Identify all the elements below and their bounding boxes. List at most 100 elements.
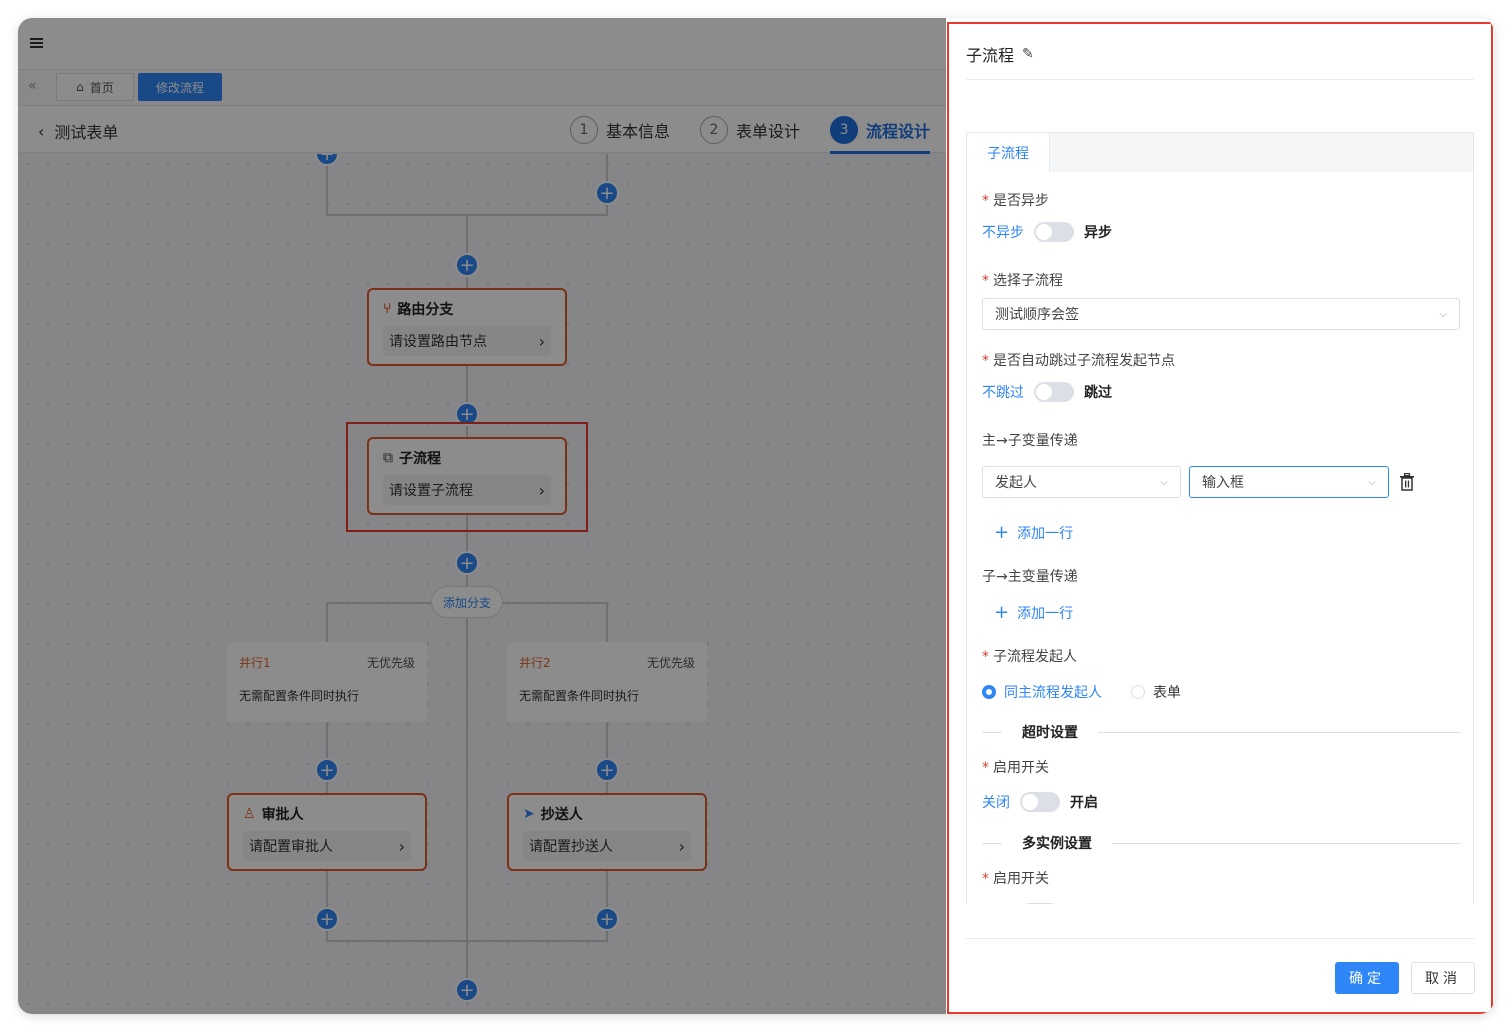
select-value: 输入框 xyxy=(1202,475,1244,491)
add-node-button[interactable]: + xyxy=(315,758,339,782)
subflow-node-highlight xyxy=(346,422,588,532)
main-to-sub-label: 主→子变量传递 xyxy=(982,433,1078,449)
step-basic-info[interactable]: 1 基本信息 xyxy=(570,115,670,145)
page-header: ‹ 测试表单 1 基本信息 2 表单设计 3 流程设计 xyxy=(18,106,946,154)
add-node-button[interactable]: + xyxy=(595,181,619,205)
chevron-left-icon: ‹ xyxy=(38,121,45,141)
branch-icon: ⑂ xyxy=(383,301,392,317)
modal-overlay[interactable] xyxy=(18,18,946,1014)
approver-node[interactable]: ♙审批人 请配置审批人› xyxy=(227,793,427,871)
step-form-design[interactable]: 2 表单设计 xyxy=(700,115,800,145)
tab-home-label: 首页 xyxy=(89,80,114,95)
node-body: 请设置路由节点 xyxy=(389,334,487,350)
toggle[interactable] xyxy=(1020,792,1060,812)
switch-off-label: 关闭 xyxy=(982,903,1010,904)
add-node-button[interactable]: + xyxy=(455,551,479,575)
initiator-label: *子流程发起人 xyxy=(982,649,1077,665)
subflow-select[interactable]: 测试顺序会签 ⌵ xyxy=(982,298,1460,330)
switch-off-label: 不跳过 xyxy=(982,385,1024,401)
node-title: 抄送人 xyxy=(540,807,583,823)
trash-icon[interactable] xyxy=(1399,473,1415,491)
confirm-button[interactable]: 确定 xyxy=(1335,962,1399,994)
parallel-branch-1[interactable]: 并行1 无优先级 无需配置条件同时执行 xyxy=(227,642,427,722)
flow-canvas[interactable]: + + + ⑂路由分支 请设置路由节点› + ⧉子流程 请设置子流程› + 添加… xyxy=(18,154,946,1014)
sub-var-select[interactable]: 输入框 ⌵ xyxy=(1189,466,1389,498)
add-row-button[interactable]: + 添加一行 xyxy=(994,522,1073,543)
main-var-select[interactable]: 发起人 ⌵ xyxy=(982,466,1181,498)
node-title: 审批人 xyxy=(261,807,304,823)
chevron-right-icon: › xyxy=(538,480,545,500)
switch-off-label: 关闭 xyxy=(982,795,1010,811)
multi-switch[interactable]: 关闭 开启 xyxy=(982,903,1098,904)
tab-home[interactable]: ⌂ 首页 xyxy=(56,73,134,101)
switch-on-label: 开启 xyxy=(1070,795,1098,811)
toggle[interactable] xyxy=(1034,382,1074,402)
cc-node[interactable]: ➤抄送人 请配置抄送人› xyxy=(507,793,707,871)
step-label: 表单设计 xyxy=(736,122,801,141)
sub-to-main-label: 子→主变量传递 xyxy=(982,569,1078,585)
plus-icon: + xyxy=(994,602,1010,623)
chevron-right-icon: › xyxy=(678,836,685,856)
tab-subflow[interactable]: 子流程 xyxy=(966,132,1050,173)
chevron-down-icon: ⌵ xyxy=(1368,476,1376,488)
drawer-title: 子流程 ✎ xyxy=(966,42,1034,66)
radio-dot xyxy=(1131,685,1145,699)
multi-instance-section-title: 多实例设置 xyxy=(982,833,1460,853)
radio-same-initiator[interactable]: 同主流程发起人 xyxy=(982,682,1102,702)
skip-switch[interactable]: 不跳过 跳过 xyxy=(982,382,1112,402)
step-number: 2 xyxy=(700,116,729,144)
drawer-tabs: 子流程 xyxy=(966,132,1474,173)
collapse-icon[interactable]: « xyxy=(28,78,37,94)
branch-title: 并行1 xyxy=(239,656,271,670)
select-subflow-label: *选择子流程 xyxy=(982,273,1063,289)
page-title: 测试表单 xyxy=(54,123,119,142)
chevron-down-icon: ⌵ xyxy=(1160,476,1168,488)
timeout-section-title: 超时设置 xyxy=(982,722,1460,742)
step-number: 1 xyxy=(570,116,598,144)
branch-desc: 无需配置条件同时执行 xyxy=(239,689,360,703)
step-label: 流程设计 xyxy=(866,122,931,141)
async-label: *是否异步 xyxy=(982,193,1049,209)
toggle[interactable] xyxy=(1020,903,1060,904)
branch-priority: 无优先级 xyxy=(366,656,415,670)
home-icon: ⌂ xyxy=(76,80,84,94)
add-row-label: 添加一行 xyxy=(1017,605,1074,622)
divider xyxy=(966,938,1474,939)
step-flow-design[interactable]: 3 流程设计 xyxy=(830,115,931,154)
chevron-right-icon: › xyxy=(398,836,405,856)
add-branch-button[interactable]: 添加分支 xyxy=(431,586,503,618)
switch-off-label: 不异步 xyxy=(982,225,1024,241)
step-label: 基本信息 xyxy=(606,122,671,141)
subflow-node[interactable]: ⧉子流程 请设置子流程› xyxy=(367,437,567,515)
add-node-button[interactable]: + xyxy=(455,253,479,277)
top-bar xyxy=(18,18,946,70)
cancel-button[interactable]: 取消 xyxy=(1411,962,1475,994)
radio-form[interactable]: 表单 xyxy=(1131,682,1181,702)
divider xyxy=(966,79,1474,80)
step-number: 3 xyxy=(830,116,859,144)
send-icon: ➤ xyxy=(523,806,535,822)
timeout-switch[interactable]: 关闭 开启 xyxy=(982,792,1098,812)
steps: 1 基本信息 2 表单设计 3 流程设计 xyxy=(570,115,931,154)
toggle[interactable] xyxy=(1034,222,1074,242)
switch-on-label: 跳过 xyxy=(1084,385,1112,401)
add-node-button[interactable]: + xyxy=(595,758,619,782)
back-button[interactable]: ‹ 测试表单 xyxy=(38,119,118,143)
edit-icon[interactable]: ✎ xyxy=(1022,46,1034,62)
switch-on-label: 开启 xyxy=(1070,903,1098,904)
branch-desc: 无需配置条件同时执行 xyxy=(519,689,640,703)
user-icon: ♙ xyxy=(243,806,256,822)
select-value: 发起人 xyxy=(995,475,1037,491)
route-branch-node[interactable]: ⑂路由分支 请设置路由节点› xyxy=(367,288,567,366)
timeout-enable-label: *启用开关 xyxy=(982,760,1049,776)
add-node-button[interactable]: + xyxy=(455,978,479,1002)
add-node-button[interactable]: + xyxy=(595,907,619,931)
async-switch[interactable]: 不异步 异步 xyxy=(982,222,1112,242)
branch-title: 并行2 xyxy=(519,656,551,670)
hamburger-menu-icon[interactable] xyxy=(30,38,43,48)
tab-edit-flow[interactable]: 修改流程 xyxy=(138,73,222,101)
add-row-button[interactable]: + 添加一行 xyxy=(994,602,1073,623)
add-node-button[interactable]: + xyxy=(315,907,339,931)
plus-icon: + xyxy=(994,522,1010,543)
